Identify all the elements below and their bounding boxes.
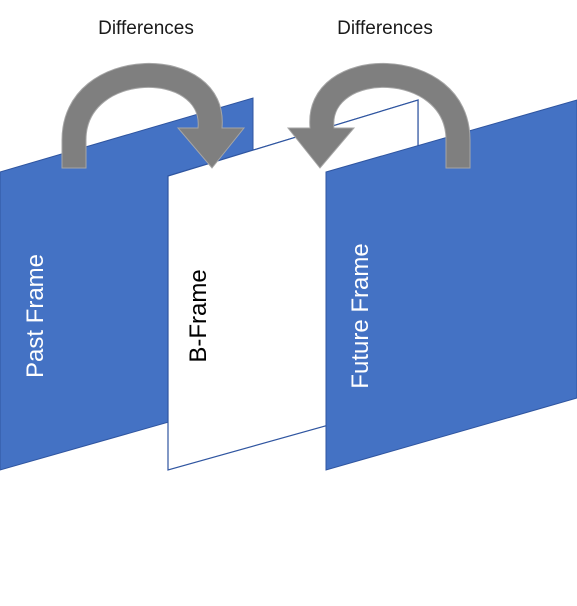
future-frame-label: Future Frame <box>347 243 374 388</box>
differences-label-left: Differences <box>98 18 194 39</box>
curved-arrow-right-down-icon <box>61 62 246 169</box>
b-frame-label: B-Frame <box>185 269 212 362</box>
future-frame <box>325 99 577 471</box>
differences-label-right: Differences <box>337 18 433 39</box>
curved-arrow-left-down-icon <box>286 62 471 169</box>
past-frame-label: Past Frame <box>22 254 49 378</box>
